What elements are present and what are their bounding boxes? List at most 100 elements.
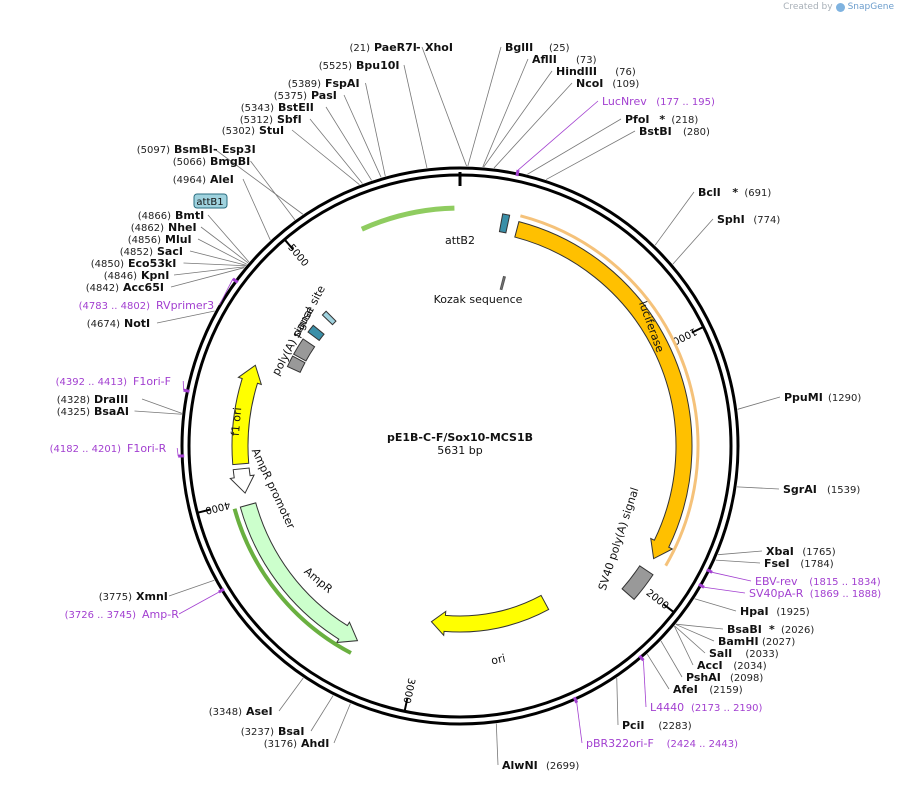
enzyme-site-BmtI[interactable]: (4866)BmtI <box>138 209 204 222</box>
enzyme-site-BstEII[interactable]: (5343)BstEII <box>241 101 314 114</box>
enzyme-site-MluI[interactable]: (4856)MluI <box>128 233 192 246</box>
enzyme-position: (5312) <box>240 115 273 126</box>
enzyme-site-SacI[interactable]: (4852)SacI <box>120 245 183 258</box>
enzyme-name: SacI <box>157 245 183 258</box>
leader-line <box>310 695 334 732</box>
feature-luciferase[interactable] <box>514 220 693 560</box>
enzyme-position: (3176) <box>264 739 297 750</box>
primer-leader <box>219 278 234 306</box>
enzyme-site-SalI[interactable]: SalI(2033) <box>709 647 779 660</box>
primer-RVprimer3[interactable]: (4783 .. 4802)RVprimer3 <box>79 299 215 312</box>
enzyme-site-AfeI[interactable]: AfeI(2159) <box>673 683 743 696</box>
feature-ampr[interactable] <box>239 502 359 644</box>
leader-line <box>672 218 714 265</box>
enzyme-site-BsaAI[interactable]: (4325)BsaAI <box>57 405 129 418</box>
enzyme-site-XmnI[interactable]: (3775)XmnI <box>99 590 168 603</box>
enzyme-site-PshAI[interactable]: PshAI(2098) <box>686 671 763 684</box>
primer-F1ori-F[interactable]: (4392 .. 4413)F1ori-F <box>56 375 171 388</box>
leader-line <box>156 310 215 324</box>
feature-layer <box>229 205 700 655</box>
leader-line <box>343 94 382 178</box>
feature-sv40pa[interactable] <box>621 565 654 601</box>
feature-attB1[interactable] <box>321 310 337 326</box>
label-kozak: Kozak sequence <box>434 293 523 306</box>
primer-L4440[interactable]: L4440(2173 .. 2190) <box>650 701 763 714</box>
leader-line <box>309 118 363 184</box>
enzyme-site-AleI[interactable]: (4964)AleI <box>173 173 234 186</box>
enzyme-name: AccI <box>697 659 723 672</box>
enzyme-site-AflII[interactable]: AflII(73) <box>532 53 597 66</box>
feature-kozak[interactable] <box>499 275 506 291</box>
primer-LucNrev[interactable]: LucNrev(177 .. 195) <box>602 95 715 108</box>
enzyme-site-SphI[interactable]: SphI(774) <box>717 213 780 226</box>
enzyme-site-BmgBI[interactable]: (5066)BmgBI <box>173 155 250 168</box>
enzyme-site-HindIII[interactable]: HindIII(76) <box>556 65 636 78</box>
enzyme-site-Acc65I[interactable]: (4842)Acc65I <box>86 281 164 294</box>
leader-lines <box>134 46 781 766</box>
enzyme-site-PpuMI[interactable]: PpuMI(1290) <box>784 391 861 404</box>
enzyme-site-AccI[interactable]: AccI(2034) <box>697 659 767 672</box>
enzyme-name: BsaAI <box>94 405 129 418</box>
enzyme-name: BamHI <box>718 635 759 648</box>
primer-EBV-rev[interactable]: EBV-rev(1815 .. 1834) <box>755 575 881 588</box>
enzyme-site-NotI[interactable]: (4674)NotI <box>87 317 150 330</box>
attb1-tag[interactable] <box>193 193 228 209</box>
feature-ori[interactable] <box>430 594 550 637</box>
enzyme-name: AlwNI <box>502 759 538 772</box>
enzyme-site-PasI[interactable]: (5375)PasI <box>274 89 337 102</box>
enzyme-site-PciI[interactable]: PciI(2283) <box>622 719 692 732</box>
enzyme-position: (1765) <box>802 547 835 558</box>
enzyme-site-KpnI[interactable]: (4846)KpnI <box>104 269 170 282</box>
primer-Amp-R[interactable]: (3726 .. 3745)Amp-R <box>65 608 180 621</box>
enzyme-site-Bpu10I[interactable]: (5525)Bpu10I <box>319 59 400 72</box>
enzyme-site-BsaBI[interactable]: BsaBI*(2026) <box>727 623 814 636</box>
primer-leader <box>712 571 752 582</box>
feature-pausearrow[interactable] <box>307 324 325 342</box>
enzyme-site-BclI[interactable]: BclI*(691) <box>698 186 771 199</box>
enzyme-site-PfoI[interactable]: PfoI*(218) <box>625 113 698 126</box>
enzyme-site-HpaI[interactable]: HpaI(1925) <box>740 605 810 618</box>
primer-position: (4182 .. 4201) <box>50 444 122 455</box>
enzyme-site-StuI[interactable]: (5302)StuI <box>222 124 284 137</box>
enzyme-name: BglII <box>505 41 533 54</box>
enzyme-site-BsaI[interactable]: (3237)BsaI <box>241 725 305 738</box>
enzyme-site-BamHI[interactable]: BamHI(2027) <box>718 635 795 648</box>
enzyme-site-AlwNI[interactable]: AlwNI(2699) <box>502 759 579 772</box>
enzyme-position: (774) <box>753 215 780 226</box>
enzyme-site-XbaI[interactable]: XbaI(1765) <box>766 545 836 558</box>
plasmid-name: pE1B-C-F/Sox10-MCS1B <box>387 431 533 444</box>
enzyme-site-PaeR7I[interactable]: (21)PaeR7I <box>349 41 416 54</box>
feature-f1ori[interactable] <box>231 364 263 466</box>
enzyme-site-FspAI[interactable]: (5389)FspAI <box>288 77 360 90</box>
leader-line <box>291 129 360 185</box>
enzyme-site-Esp3I[interactable]: -Esp3I <box>213 143 256 156</box>
enzyme-name: BsaBI <box>727 623 762 636</box>
feature-polya[interactable] <box>286 355 306 374</box>
enzyme-site-SgrAI[interactable]: SgrAI(1539) <box>783 483 860 496</box>
enzyme-site-BsmBI[interactable]: (5097)BsmBI <box>137 143 213 156</box>
enzyme-site-NheI[interactable]: (4862)NheI <box>131 221 197 234</box>
enzyme-site-BglII[interactable]: BglII(25) <box>505 41 570 54</box>
leader-line <box>660 640 683 678</box>
feature-ampprom[interactable] <box>229 467 255 494</box>
feature-attB2[interactable] <box>498 213 511 234</box>
feature-pause[interactable] <box>292 338 316 362</box>
enzyme-site-Eco53kI[interactable]: (4850)Eco53kI <box>91 257 177 270</box>
enzyme-site-DraIII[interactable]: (4328)DraIII <box>57 393 129 406</box>
enzyme-site-FseI[interactable]: FseI(1784) <box>764 557 834 570</box>
enzyme-star: * <box>732 186 738 199</box>
primer-SV40pA-R[interactable]: SV40pA-R(1869 .. 1888) <box>749 587 881 600</box>
primer-pBR322ori-F[interactable]: pBR322ori-F(2424 .. 2443) <box>586 737 738 750</box>
enzyme-site-XhoI[interactable]: -XhoI <box>416 41 453 54</box>
enzyme-site-NcoI[interactable]: NcoI(109) <box>576 77 639 90</box>
enzyme-site-AseI[interactable]: (3348)AseI <box>209 705 273 718</box>
enzyme-position: (1925) <box>776 607 809 618</box>
enzyme-site-BstBI[interactable]: BstBI(280) <box>639 125 710 138</box>
primer-F1ori-R[interactable]: (4182 .. 4201)F1ori-R <box>50 442 167 455</box>
leader-line <box>646 653 670 690</box>
enzyme-site-SbfI[interactable]: (5312)SbfI <box>240 113 302 126</box>
leader-line <box>674 625 706 654</box>
enzyme-site-AhdI[interactable]: (3176)AhdI <box>264 737 330 750</box>
primer-leader <box>704 586 746 594</box>
